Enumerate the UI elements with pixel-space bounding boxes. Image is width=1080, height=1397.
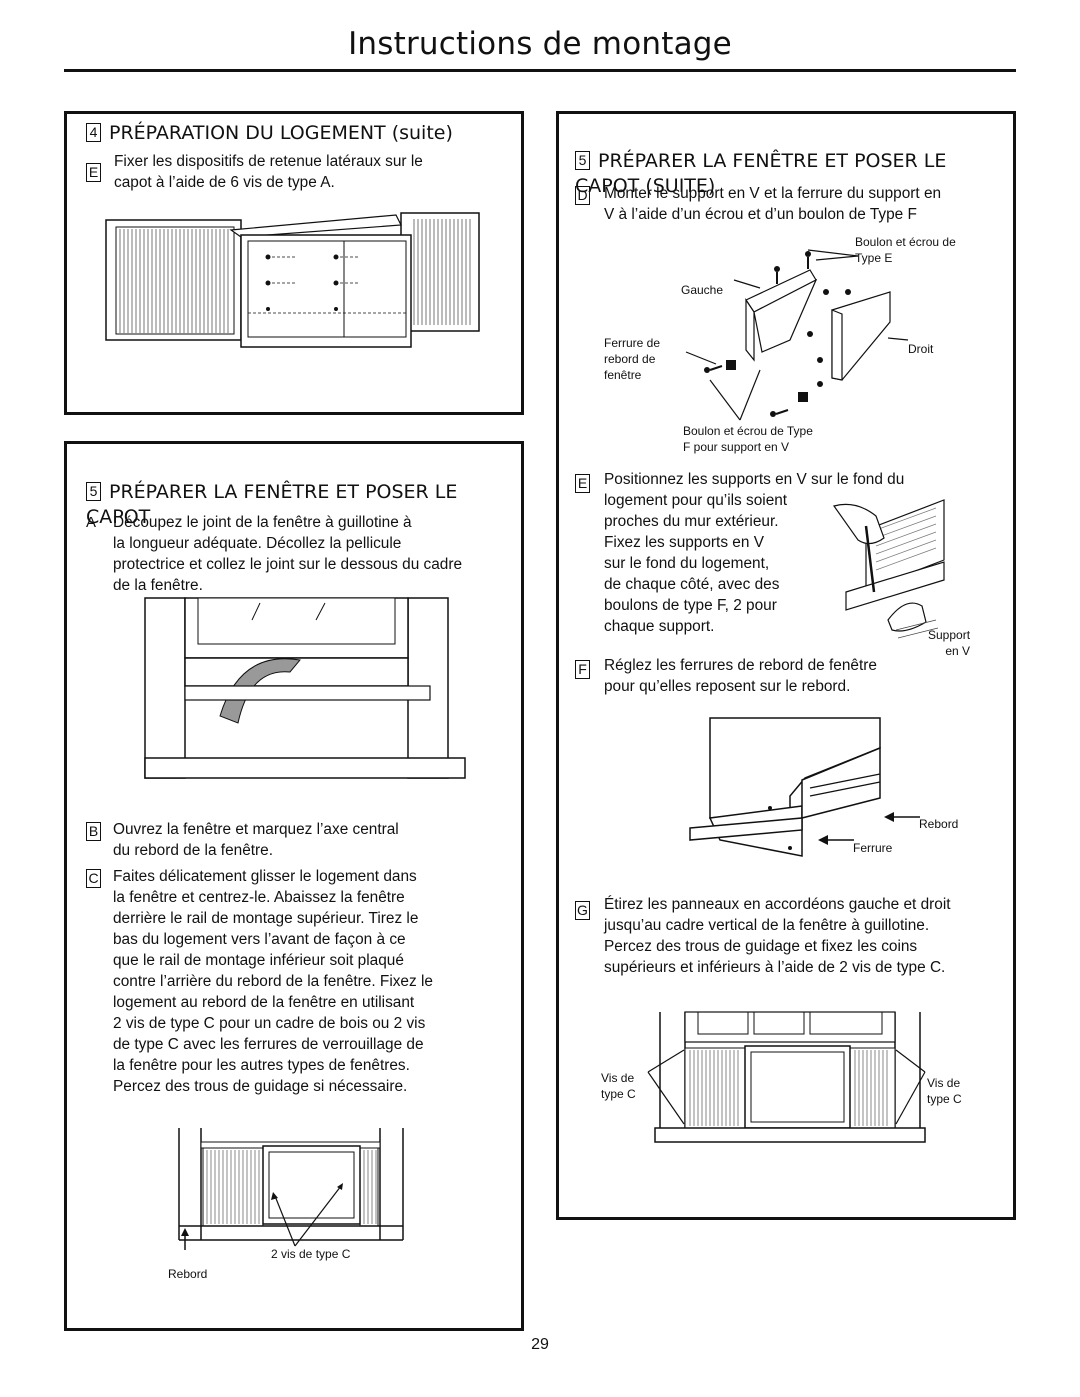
step-g-text: Étirez les panneaux en accordéons gauche… bbox=[604, 896, 951, 976]
caption-bolt-e: Boulon et écrou de Type E bbox=[855, 235, 956, 265]
sill-bracket-illustration bbox=[689, 717, 881, 857]
caption-bolt-f: Boulon et écrou de Type F pour support e… bbox=[683, 424, 813, 454]
step-a-text: Découpez le joint de la fenêtre à guillo… bbox=[113, 514, 463, 594]
caption-v-support: Support en V bbox=[928, 628, 971, 658]
caption-left-screw: Vis de type C bbox=[601, 1071, 636, 1101]
accordion-panels-illustration bbox=[647, 1011, 926, 1143]
heading-text: PRÉPARER LA FENÊTRE ET POSER LE CAPOT bbox=[86, 481, 458, 528]
heading-text: PRÉPARER LA FENÊTRE ET POSER LE CAPOT (S… bbox=[575, 150, 947, 197]
title-rule bbox=[64, 69, 1016, 72]
caption-ferrure: Ferrure bbox=[853, 841, 893, 855]
step-letter-d: D bbox=[575, 186, 590, 205]
step-e-text: Positionnez les supports en V sur le fon… bbox=[604, 471, 905, 635]
step-e-text: Fixer les dispositifs de retenue latérau… bbox=[114, 153, 423, 191]
section-box-4 bbox=[64, 111, 524, 415]
step-letter-c: C bbox=[86, 869, 101, 888]
heading-text: PRÉPARATION DU LOGEMENT (suite) bbox=[109, 122, 453, 144]
step-number: 5 bbox=[86, 482, 101, 501]
housing-side-panels-illustration bbox=[105, 212, 480, 348]
section-box-5-suite bbox=[556, 111, 1016, 1220]
page-number: 29 bbox=[531, 1336, 549, 1353]
window-seal-illustration bbox=[144, 597, 466, 779]
page-title: Instructions de montage bbox=[348, 26, 732, 62]
step-d-text: Monter le support en V et la ferrure du … bbox=[604, 185, 942, 223]
sill-arrow bbox=[884, 812, 920, 822]
caption-left: Gauche bbox=[681, 283, 724, 297]
step-letter-g: G bbox=[575, 901, 590, 920]
step-number: 4 bbox=[86, 123, 101, 142]
step-f-text: Réglez les ferrures de rebord de fenêtre… bbox=[604, 657, 877, 695]
housing-in-window-illustration bbox=[178, 1128, 404, 1250]
step-number: 5 bbox=[575, 151, 590, 170]
step-b-text: Ouvrez la fenêtre et marquez l’axe centr… bbox=[113, 821, 399, 859]
caption-rebord: Rebord bbox=[919, 817, 959, 831]
section-box-5 bbox=[64, 441, 524, 1331]
step-letter-a: A bbox=[86, 514, 97, 531]
caption-right-screw: Vis de type C bbox=[927, 1076, 962, 1106]
bracket-arrow bbox=[818, 835, 854, 845]
step-letter-e: E bbox=[575, 474, 590, 493]
caption-right: Droit bbox=[908, 342, 934, 356]
v-bracket-exploded-illustration bbox=[685, 249, 909, 421]
caption-sill-bracket: Ferrure de rebord de fenêtre bbox=[604, 336, 661, 382]
step-letter-b: B bbox=[86, 822, 101, 841]
install-v-support-illustration bbox=[833, 499, 945, 639]
caption-screws: 2 vis de type C bbox=[271, 1247, 351, 1261]
section-heading-4: 4 PRÉPARATION DU LOGEMENT (suite) bbox=[86, 121, 453, 146]
step-c-text: Faites délicatement glisser le logement … bbox=[113, 868, 433, 1095]
step-letter-f: F bbox=[575, 660, 590, 679]
caption-sill: Rebord bbox=[168, 1267, 208, 1281]
step-letter-e: E bbox=[86, 163, 101, 182]
